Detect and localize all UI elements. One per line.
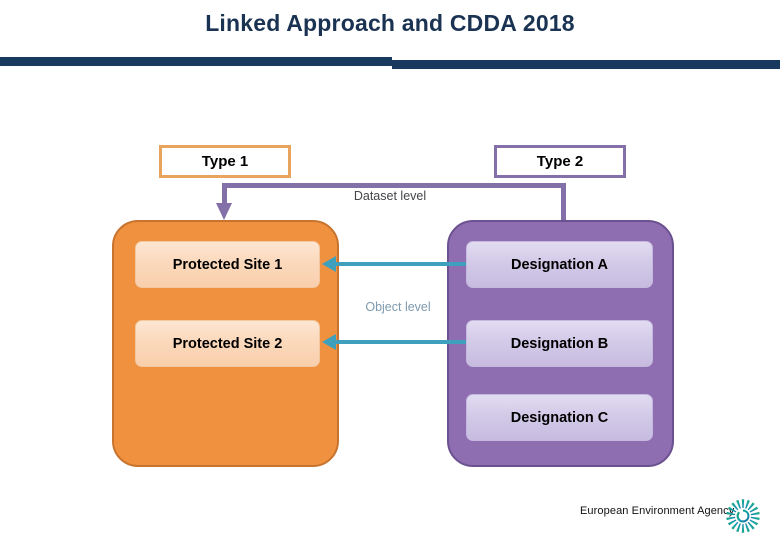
object-link-arrow-2-shaft <box>336 340 466 344</box>
dataset-connector-arrow-icon <box>216 203 232 220</box>
dataset-connector-vertical-left <box>222 183 227 205</box>
designation-b-box[interactable]: Designation B <box>466 320 653 367</box>
designation-a-box[interactable]: Designation A <box>466 241 653 288</box>
type-2-box[interactable]: Type 2 <box>494 145 626 178</box>
object-link-arrow-2-head-icon <box>322 334 336 350</box>
designation-c-box[interactable]: Designation C <box>466 394 653 441</box>
header-rule-left <box>0 57 392 66</box>
dataset-level-label: Dataset level <box>288 189 492 203</box>
header-rule-right <box>392 60 780 69</box>
eea-sunburst-icon <box>726 499 760 533</box>
organisation-name: European Environment Agency <box>580 505 735 517</box>
footer: European Environment Agency <box>580 496 770 536</box>
object-link-arrow-1-head-icon <box>322 256 336 272</box>
object-level-label: Object level <box>365 300 431 314</box>
object-link-arrow-1-shaft <box>336 262 466 266</box>
dataset-connector-horizontal <box>222 183 566 188</box>
dataset-connector-vertical-right <box>561 183 566 221</box>
page-title: Linked Approach and CDDA 2018 <box>205 10 575 36</box>
type-1-box[interactable]: Type 1 <box>159 145 291 178</box>
protected-site-2-box[interactable]: Protected Site 2 <box>135 320 320 367</box>
protected-site-1-box[interactable]: Protected Site 1 <box>135 241 320 288</box>
